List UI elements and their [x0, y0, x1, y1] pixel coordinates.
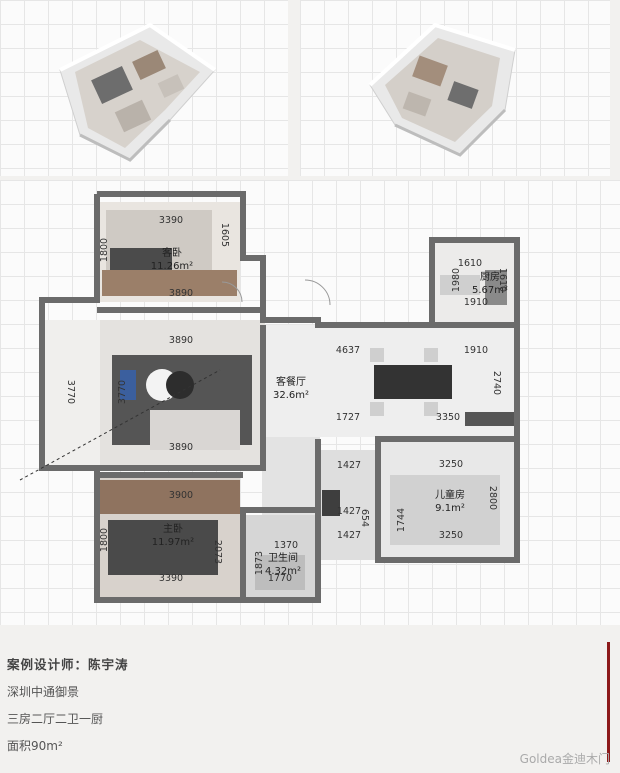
dim-guest-right: 1605: [219, 223, 230, 247]
room-area-living: 32.6m²: [273, 390, 309, 401]
dim-living-right: 2740: [491, 371, 502, 395]
layout-type: 三房二厅二卫一厨: [7, 712, 104, 726]
floor-plan-svg: 客卧 11.26m² 客餐厅 32.6m² 厨房 5.67m² 儿童房 9.1m…: [19, 191, 520, 603]
room-name-bath: 卫生间: [268, 551, 298, 564]
door-arc-guest: [221, 281, 243, 303]
render-3d-right-image: [368, 22, 516, 157]
project-name: 深圳中通御景: [7, 685, 80, 699]
room-name-kitchen: 厨房: [480, 270, 500, 283]
dim-hall-654: 654: [359, 509, 370, 527]
designer-label: 案例设计师：陈宇涛: [7, 657, 129, 672]
door-arc: [304, 279, 331, 306]
dim-master-top: 3900: [169, 490, 193, 501]
dim-living-right-top: 1910: [464, 345, 488, 356]
dim-bath-bottom: 1770: [268, 573, 292, 584]
dim-guest-top: 3390: [159, 215, 183, 226]
room-name-living: 客餐厅: [276, 375, 306, 388]
dim-balcony-left: 3770: [65, 380, 76, 404]
watermark: Goldea金迪木门: [519, 752, 610, 766]
area-label: 面积90m²: [7, 739, 63, 753]
dim-hall-1427b: 1427: [337, 506, 361, 517]
room-area-kids: 9.1m²: [435, 503, 465, 514]
dim-kitchen-bottom: 1910: [464, 297, 488, 308]
render-3d-right: [300, 0, 610, 176]
dim-hall-1427a: 1427: [337, 460, 361, 471]
floor-plan: 客卧 11.26m² 客餐厅 32.6m² 厨房 5.67m² 儿童房 9.1m…: [0, 180, 620, 625]
dim-kids-bottom: 3250: [439, 530, 463, 541]
dim-guest-left: 1800: [99, 238, 110, 262]
dim-kids-right: 2800: [487, 486, 498, 510]
dim-lounge-left: 3770: [117, 380, 128, 404]
room-name-master: 主卧: [163, 522, 183, 535]
dim-master-bottom: 3390: [159, 573, 183, 584]
room-area-kitchen: 5.67m²: [472, 285, 508, 296]
accent-bar: [607, 642, 610, 762]
render-3d-left: [0, 0, 288, 176]
dim-guest-bottom: 3890: [169, 288, 193, 299]
dim-kitchen-top: 1610: [458, 258, 482, 269]
dim-lounge-top: 3890: [169, 335, 193, 346]
room-area-master: 11.97m²: [152, 537, 194, 548]
dim-master-right: 2073: [212, 540, 223, 564]
room-name-guest: 客卧: [162, 246, 182, 259]
dim-bath-left: 1873: [254, 551, 265, 575]
dim-hall-1427c: 1427: [337, 530, 361, 541]
dim-kitchen-left: 1980: [451, 268, 462, 292]
render-3d-left-image: [59, 22, 217, 162]
dim-bath-top: 1370: [274, 540, 298, 551]
room-area-guest: 11.26m²: [151, 261, 193, 272]
dim-lounge-bottom: 3890: [169, 442, 193, 453]
dim-master-left: 1800: [99, 528, 110, 552]
room-name-kids: 儿童房: [435, 488, 465, 501]
dim-living-top: 4637: [336, 345, 360, 356]
dashed-line: [19, 369, 221, 481]
furniture: [100, 210, 515, 590]
dim-hall-1744: 1744: [396, 508, 407, 532]
room-area-bath: 4.32m²: [265, 566, 301, 577]
dim-kids-top: 3250: [439, 459, 463, 470]
dim-living-bottom-right: 3350: [436, 412, 460, 423]
walls: [39, 191, 520, 603]
dim-living-bottom-left: 1727: [336, 412, 360, 423]
dim-kitchen-right: 1610: [497, 268, 508, 292]
